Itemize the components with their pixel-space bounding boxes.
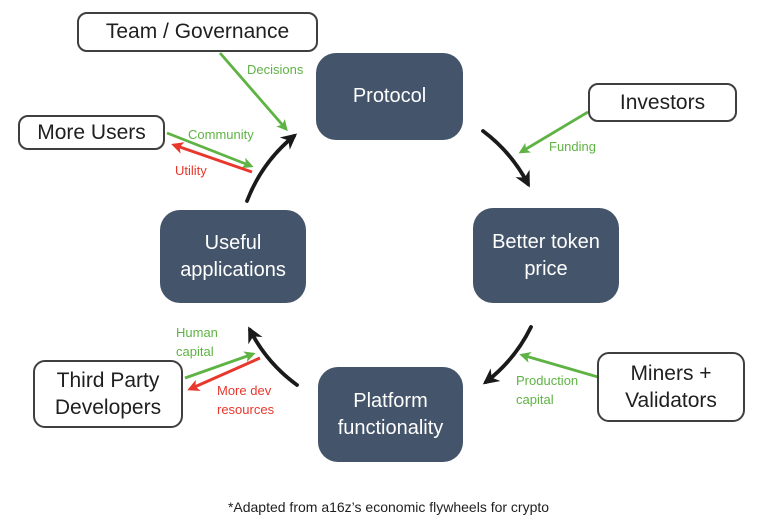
flow-label-human-capital: Human capital: [176, 325, 218, 359]
actor-more-users-label: More Users: [37, 120, 146, 144]
flow-arrow-human-capital: [184, 351, 256, 380]
flow-arrow-decisions: [218, 52, 288, 132]
wheel-arc-better-token-to-platform: [482, 325, 533, 385]
actor-team-governance: Team / Governance: [77, 12, 318, 52]
flow-arrow-utility: [171, 142, 253, 174]
actor-investors: Investors: [588, 83, 737, 122]
node-platform-functionality: Platform functionality: [318, 367, 463, 462]
flow-arrow-community: [166, 131, 254, 169]
wheel-arc-platform-to-useful: [248, 326, 299, 387]
node-platform-functionality-label: Platform functionality: [337, 389, 444, 439]
wheel-arc-protocol-to-better-token: [481, 129, 530, 188]
actor-team-governance-label: Team / Governance: [105, 20, 290, 44]
node-protocol: Protocol: [316, 53, 463, 140]
actor-miners-validators-label: Miners + Validators: [625, 361, 717, 412]
node-useful-applications-label: Useful applications: [180, 231, 286, 281]
actor-more-users: More Users: [18, 115, 165, 150]
attribution-caption: *Adapted from a16z’s economic flywheels …: [227, 499, 550, 515]
node-better-token-price: Better token price: [473, 208, 619, 303]
flow-label-funding: Funding: [549, 139, 596, 154]
node-better-token-price-label: Better token price: [492, 230, 600, 280]
flow-label-community: Community: [188, 127, 254, 142]
actor-investors-label: Investors: [619, 90, 706, 114]
flow-label-production-capital: Production capital: [516, 373, 579, 407]
flow-label-utility: Utility: [175, 163, 207, 178]
flow-label-more-dev-resources: More dev resources: [217, 383, 275, 417]
actor-third-party-developers-label: Third Party Developers: [54, 368, 162, 419]
node-protocol-label: Protocol: [352, 85, 427, 107]
actor-miners-validators: Miners + Validators: [597, 352, 745, 422]
flow-arrow-funding: [518, 110, 589, 154]
wheel-arc-useful-to-protocol: [245, 133, 298, 203]
flow-arrow-production-capital: [519, 351, 599, 379]
node-useful-applications: Useful applications: [160, 210, 306, 303]
flow-arrow-more-dev-resources: [187, 356, 261, 391]
actor-third-party-developers: Third Party Developers: [33, 360, 183, 428]
flow-label-decisions: Decisions: [247, 62, 304, 77]
